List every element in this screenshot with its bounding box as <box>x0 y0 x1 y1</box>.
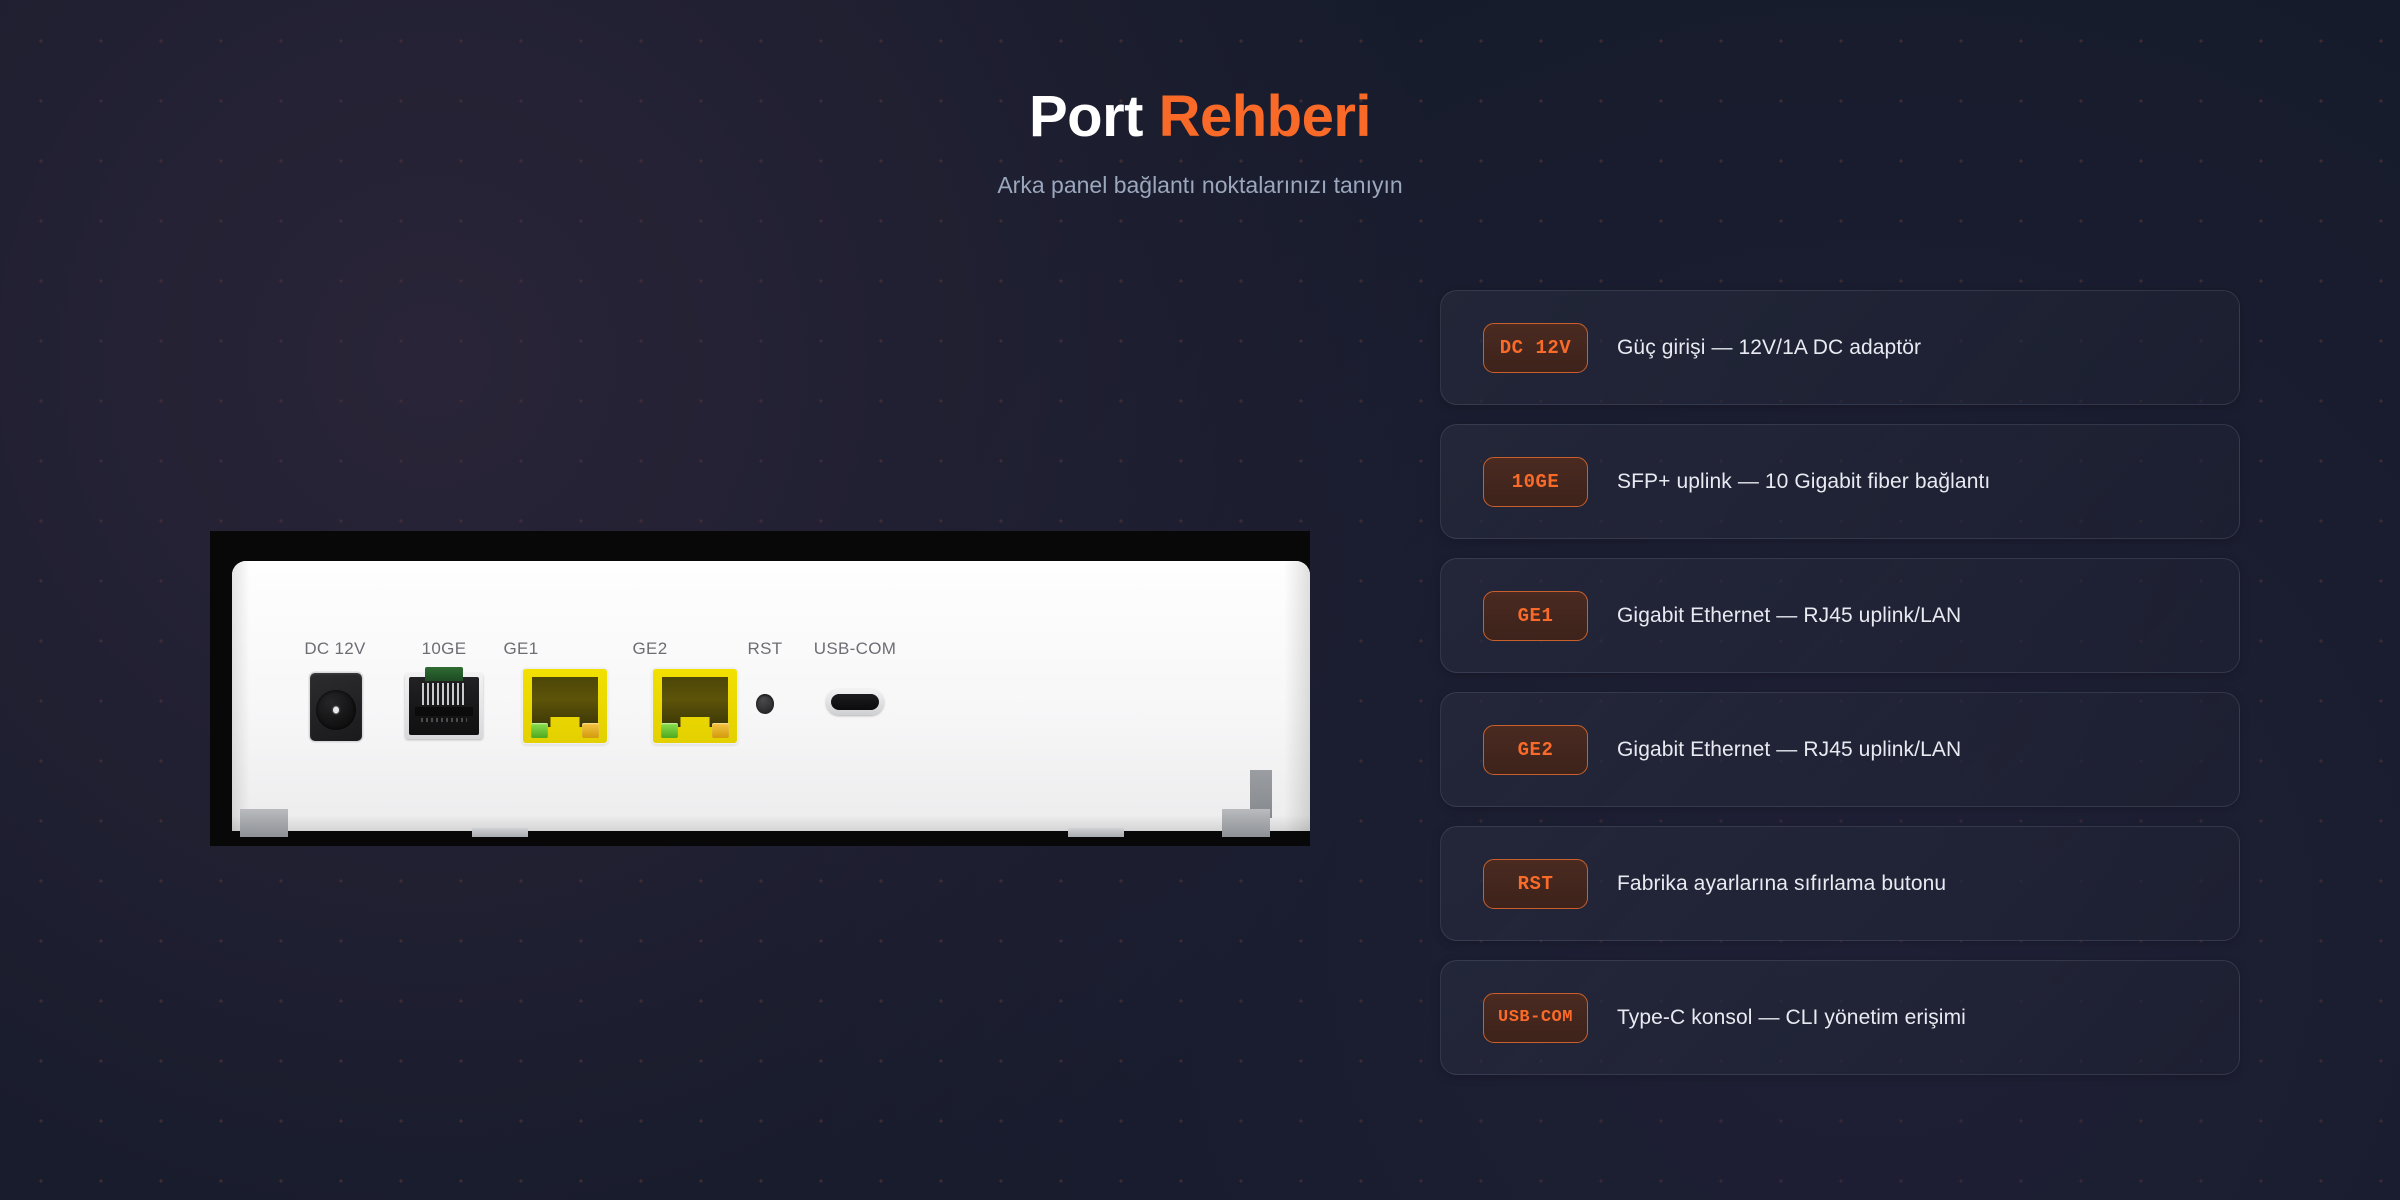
rj45-port-ge2[interactable] <box>653 669 737 743</box>
legend-badge-dc: DC 12V <box>1483 322 1588 373</box>
sfp-cage-cavity <box>409 677 479 735</box>
rj45-ge2-cavity <box>662 677 728 727</box>
legend-badge-usb: USB-COM <box>1483 992 1588 1043</box>
device-rear-tab <box>1250 770 1272 818</box>
legend-row-usb[interactable]: USB-COM Type-C konsol — CLI yönetim eriş… <box>1440 960 2240 1075</box>
rj45-ge1-link-led-green <box>531 723 548 738</box>
device-label-usb: USB-COM <box>813 639 897 658</box>
page-title-accent: Rehberi <box>1158 84 1372 149</box>
device-label-10ge: 10GE <box>421 639 467 658</box>
sfp-contact-fingers <box>422 683 466 705</box>
device-label-dc: DC 12V <box>304 639 366 658</box>
device-label-ge2: GE2 <box>632 639 668 658</box>
legend-badge-10ge: 10GE <box>1483 456 1588 507</box>
legend-desc-10ge: SFP+ uplink — 10 Gigabit fiber bağlantı <box>1617 469 1991 493</box>
legend-desc-ge2: Gigabit Ethernet — RJ45 uplink/LAN <box>1617 737 1962 761</box>
legend-badge-rst: RST <box>1483 858 1588 909</box>
rj45-ge1-cavity <box>532 677 598 727</box>
legend-desc-ge1: Gigabit Ethernet — RJ45 uplink/LAN <box>1617 603 1962 627</box>
sfp-pcb-tab <box>425 667 463 681</box>
device-right-edge-shading <box>1284 561 1310 831</box>
legend-row-ge2[interactable]: GE2 Gigabit Ethernet — RJ45 uplink/LAN <box>1440 692 2240 807</box>
sfp-plus-cage-10ge[interactable] <box>405 667 483 739</box>
rj45-port-ge1[interactable] <box>523 669 607 743</box>
port-legend-list: DC 12V Güç girişi — 12V/1A DC adaptör 10… <box>1440 290 2240 1094</box>
device-label-rst: RST <box>747 639 783 658</box>
page-title: Port Rehberi <box>0 88 2400 146</box>
dc-jack-barrel <box>316 689 356 730</box>
rj45-ge1-activity-led-amber <box>582 723 599 738</box>
device-left-edge-shading <box>232 561 250 831</box>
device-foot-right <box>1222 809 1270 837</box>
dc-jack-center-pin <box>333 706 339 714</box>
legend-desc-dc: Güç girişi — 12V/1A DC adaptör <box>1617 335 1922 359</box>
legend-row-ge1[interactable]: GE1 Gigabit Ethernet — RJ45 uplink/LAN <box>1440 558 2240 673</box>
legend-badge-ge1: GE1 <box>1483 590 1588 641</box>
page-header: Port Rehberi Arka panel bağlantı noktala… <box>0 0 2400 197</box>
legend-badge-ge2: GE2 <box>1483 724 1588 775</box>
dc-power-jack[interactable] <box>310 673 362 741</box>
usb-c-console-port[interactable] <box>826 689 884 715</box>
legend-row-dc[interactable]: DC 12V Güç girişi — 12V/1A DC adaptör <box>1440 290 2240 405</box>
rj45-ge2-link-led-green <box>661 723 678 738</box>
legend-desc-usb: Type-C konsol — CLI yönetim erişimi <box>1617 1005 1966 1029</box>
rj45-ge2-activity-led-amber <box>712 723 729 738</box>
device-vent-notch-2 <box>1068 828 1124 837</box>
usb-c-slot <box>831 694 879 710</box>
reset-pinhole-button[interactable] <box>756 694 774 714</box>
device-label-ge1: GE1 <box>503 639 539 658</box>
sfp-lower-contacts <box>421 718 467 722</box>
page-subtitle: Arka panel bağlantı noktalarınızı tanıyı… <box>997 172 1403 198</box>
legend-row-10ge[interactable]: 10GE SFP+ uplink — 10 Gigabit fiber bağl… <box>1440 424 2240 539</box>
device-vent-notch-1 <box>472 828 528 837</box>
device-rear-panel-photo: DC 12V 10GE GE1 GE2 RST USB-COM <box>210 531 1310 846</box>
legend-desc-rst: Fabrika ayarlarına sıfırlama butonu <box>1617 871 1947 895</box>
legend-row-rst[interactable]: RST Fabrika ayarlarına sıfırlama butonu <box>1440 826 2240 941</box>
device-foot-left <box>240 809 288 837</box>
page-title-main: Port <box>1028 84 1144 149</box>
sfp-shield-bar <box>415 707 473 716</box>
